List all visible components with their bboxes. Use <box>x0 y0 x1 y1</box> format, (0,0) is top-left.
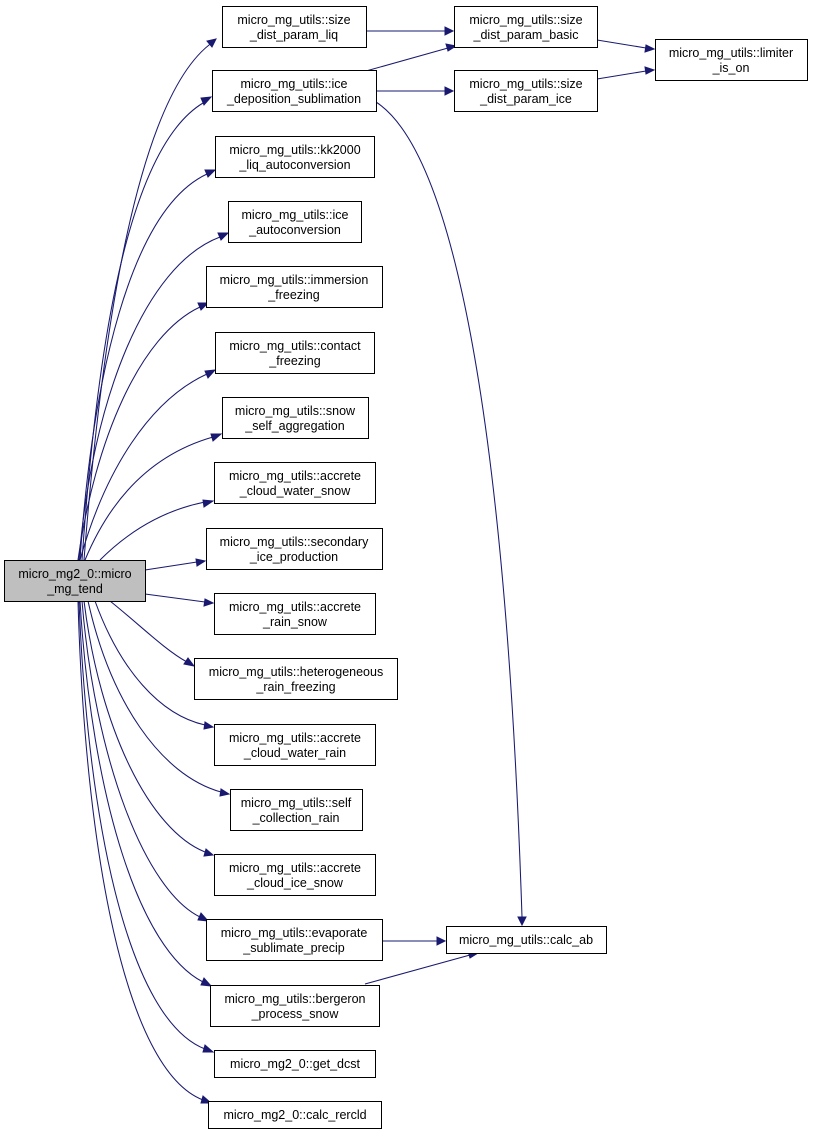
node-label-line1: micro_mg_utils::accrete <box>229 600 361 614</box>
node-label-line2: _self_aggregation <box>244 419 344 433</box>
node-label-line2: _freezing <box>268 354 320 368</box>
node-label-line1: micro_mg2_0::micro <box>18 567 131 581</box>
edge-root-evaporate-sublimate-precip <box>81 600 210 922</box>
edge-ice-deposition-basic <box>365 43 458 72</box>
node-contact-freezing[interactable]: micro_mg_utils::contact _freezing <box>215 332 375 374</box>
node-label-line1: micro_mg_utils::ice <box>242 208 349 222</box>
node-immersion-freezing[interactable]: micro_mg_utils::immersion _freezing <box>206 266 383 308</box>
node-label-line1: micro_mg_utils::limiter <box>669 46 793 60</box>
edge-root-accrete-cloud-water-snow <box>99 499 215 561</box>
edge-root-self-collection-rain <box>87 600 231 797</box>
edges <box>77 26 656 1104</box>
node-label-line1: micro_mg_utils::size <box>469 77 582 91</box>
edge-ice-deposition-ice <box>376 86 455 96</box>
node-label-line2: _dist_param_basic <box>473 28 579 42</box>
edge-evaporate-calc-ab <box>382 936 447 946</box>
node-label-line1: micro_mg_utils::accrete <box>229 861 361 875</box>
node-label-line1: micro_mg_utils::size <box>469 13 582 27</box>
node-label-line2: _cloud_water_snow <box>239 484 351 498</box>
node-label-line1: micro_mg_utils::bergeron <box>224 992 365 1006</box>
node-snow-self-aggregation[interactable]: micro_mg_utils::snow _self_aggregation <box>222 397 369 439</box>
edge-root-snow-self-aggregation <box>84 433 223 561</box>
node-label-line2: _dist_param_ice <box>479 92 572 106</box>
node-label-line1: micro_mg_utils::size <box>237 13 350 27</box>
node-label-line2: _rain_snow <box>262 615 328 629</box>
node-label-line2: _freezing <box>267 288 319 302</box>
node-label-line2: _cloud_water_rain <box>243 746 346 760</box>
node-size-dist-param-liq[interactable]: micro_mg_utils::size _dist_param_liq <box>222 6 367 48</box>
node-accrete-cloud-water-rain[interactable]: micro_mg_utils::accrete _cloud_water_rai… <box>214 724 376 766</box>
edge-root-ice-autoconversion <box>78 232 230 561</box>
node-self-collection-rain[interactable]: micro_mg_utils::self _collection_rain <box>230 789 363 831</box>
edge-root-heterogeneous-rain-freezing <box>109 600 196 667</box>
node-limiter-is-on[interactable]: micro_mg_utils::limiter _is_on <box>655 39 808 81</box>
edge-root-size-dist-param-liq <box>83 38 217 561</box>
node-label-line1: micro_mg_utils::secondary <box>220 535 369 549</box>
node-label-line1: micro_mg_utils::accrete <box>229 731 361 745</box>
node-label-line1: micro_mg_utils::heterogeneous <box>209 665 383 679</box>
node-label-line1: micro_mg_utils::calc_ab <box>459 933 593 947</box>
node-label-line1: micro_mg_utils::immersion <box>220 273 369 287</box>
node-label-line1: micro_mg2_0::get_dcst <box>230 1057 360 1071</box>
node-label-line2: _deposition_sublimation <box>226 92 361 106</box>
node-ice-autoconversion[interactable]: micro_mg_utils::ice _autoconversion <box>228 201 362 243</box>
node-label-line1: micro_mg_utils::accrete <box>229 469 361 483</box>
edge-ice-deposition-calc-ab <box>375 101 527 927</box>
node-label-line1: micro_mg_utils::snow <box>235 404 356 418</box>
node-ice-deposition-sublimation[interactable]: micro_mg_utils::ice _deposition_sublimat… <box>212 70 377 112</box>
node-label-line2: _mg_tend <box>46 582 103 596</box>
node-heterogeneous-rain-freezing[interactable]: micro_mg_utils::heterogeneous _rain_free… <box>194 658 398 700</box>
node-size-dist-param-basic[interactable]: micro_mg_utils::size _dist_param_basic <box>454 6 598 48</box>
edge-root-accrete-rain-snow <box>144 593 215 607</box>
node-label-line1: micro_mg_utils::ice <box>241 77 348 91</box>
edge-root-kk2000 <box>79 169 217 561</box>
node-label-line2: _cloud_ice_snow <box>246 876 344 890</box>
node-label-line2: _is_on <box>712 61 750 75</box>
edge-root-accrete-cloud-ice-snow <box>83 600 215 857</box>
node-label-line1: micro_mg_utils::self <box>241 796 352 810</box>
node-evaporate-sublimate-precip[interactable]: micro_mg_utils::evaporate _sublimate_pre… <box>206 919 383 961</box>
node-secondary-ice-production[interactable]: micro_mg_utils::secondary _ice_productio… <box>206 528 383 570</box>
edge-root-accrete-cloud-water-rain <box>94 600 215 730</box>
node-calc-rercld[interactable]: micro_mg2_0::calc_rercld <box>208 1101 382 1129</box>
edge-root-ice-deposition-sublimation <box>81 96 213 561</box>
node-label-line2: _rain_freezing <box>255 680 335 694</box>
node-label-line2: _liq_autoconversion <box>238 158 350 172</box>
node-accrete-rain-snow[interactable]: micro_mg_utils::accrete _rain_snow <box>214 593 376 635</box>
node-accrete-cloud-ice-snow[interactable]: micro_mg_utils::accrete _cloud_ice_snow <box>214 854 376 896</box>
edge-root-get-dcst <box>78 600 215 1053</box>
edge-root-secondary-ice-production <box>144 558 207 571</box>
edge-root-contact-freezing <box>79 369 217 561</box>
edge-size-dist-param-liq-basic <box>366 26 455 36</box>
node-micro-mg-tend[interactable]: micro_mg2_0::micro _mg_tend <box>4 560 146 602</box>
node-label-line2: _sublimate_precip <box>242 941 344 955</box>
node-accrete-cloud-water-snow[interactable]: micro_mg_utils::accrete _cloud_water_sno… <box>214 462 376 504</box>
node-label-line2: _dist_param_liq <box>249 28 338 42</box>
node-label-line1: micro_mg_utils::contact <box>229 339 361 353</box>
nodes: micro_mg2_0::micro _mg_tend micro_mg_uti… <box>4 6 808 1129</box>
edge-root-immersion-freezing <box>77 302 210 561</box>
edge-ice-limiter <box>596 66 656 80</box>
node-label-line2: _autoconversion <box>248 223 341 237</box>
node-label-line1: micro_mg_utils::kk2000 <box>229 143 360 157</box>
node-get-dcst[interactable]: micro_mg2_0::get_dcst <box>214 1050 376 1078</box>
node-label-line2: _process_snow <box>251 1007 340 1021</box>
node-label-line1: micro_mg_utils::evaporate <box>221 926 368 940</box>
node-label-line2: _ice_production <box>249 550 338 564</box>
node-bergeron-process-snow[interactable]: micro_mg_utils::bergeron _process_snow <box>210 985 380 1027</box>
edge-root-bergeron-process-snow <box>79 600 213 987</box>
node-kk2000-liq-autoconversion[interactable]: micro_mg_utils::kk2000 _liq_autoconversi… <box>215 136 375 178</box>
edge-basic-limiter <box>596 39 656 53</box>
node-label-line1: micro_mg2_0::calc_rercld <box>223 1108 366 1122</box>
node-label-line2: _collection_rain <box>252 811 340 825</box>
node-calc-ab[interactable]: micro_mg_utils::calc_ab <box>446 926 607 954</box>
node-size-dist-param-ice[interactable]: micro_mg_utils::size _dist_param_ice <box>454 70 598 112</box>
